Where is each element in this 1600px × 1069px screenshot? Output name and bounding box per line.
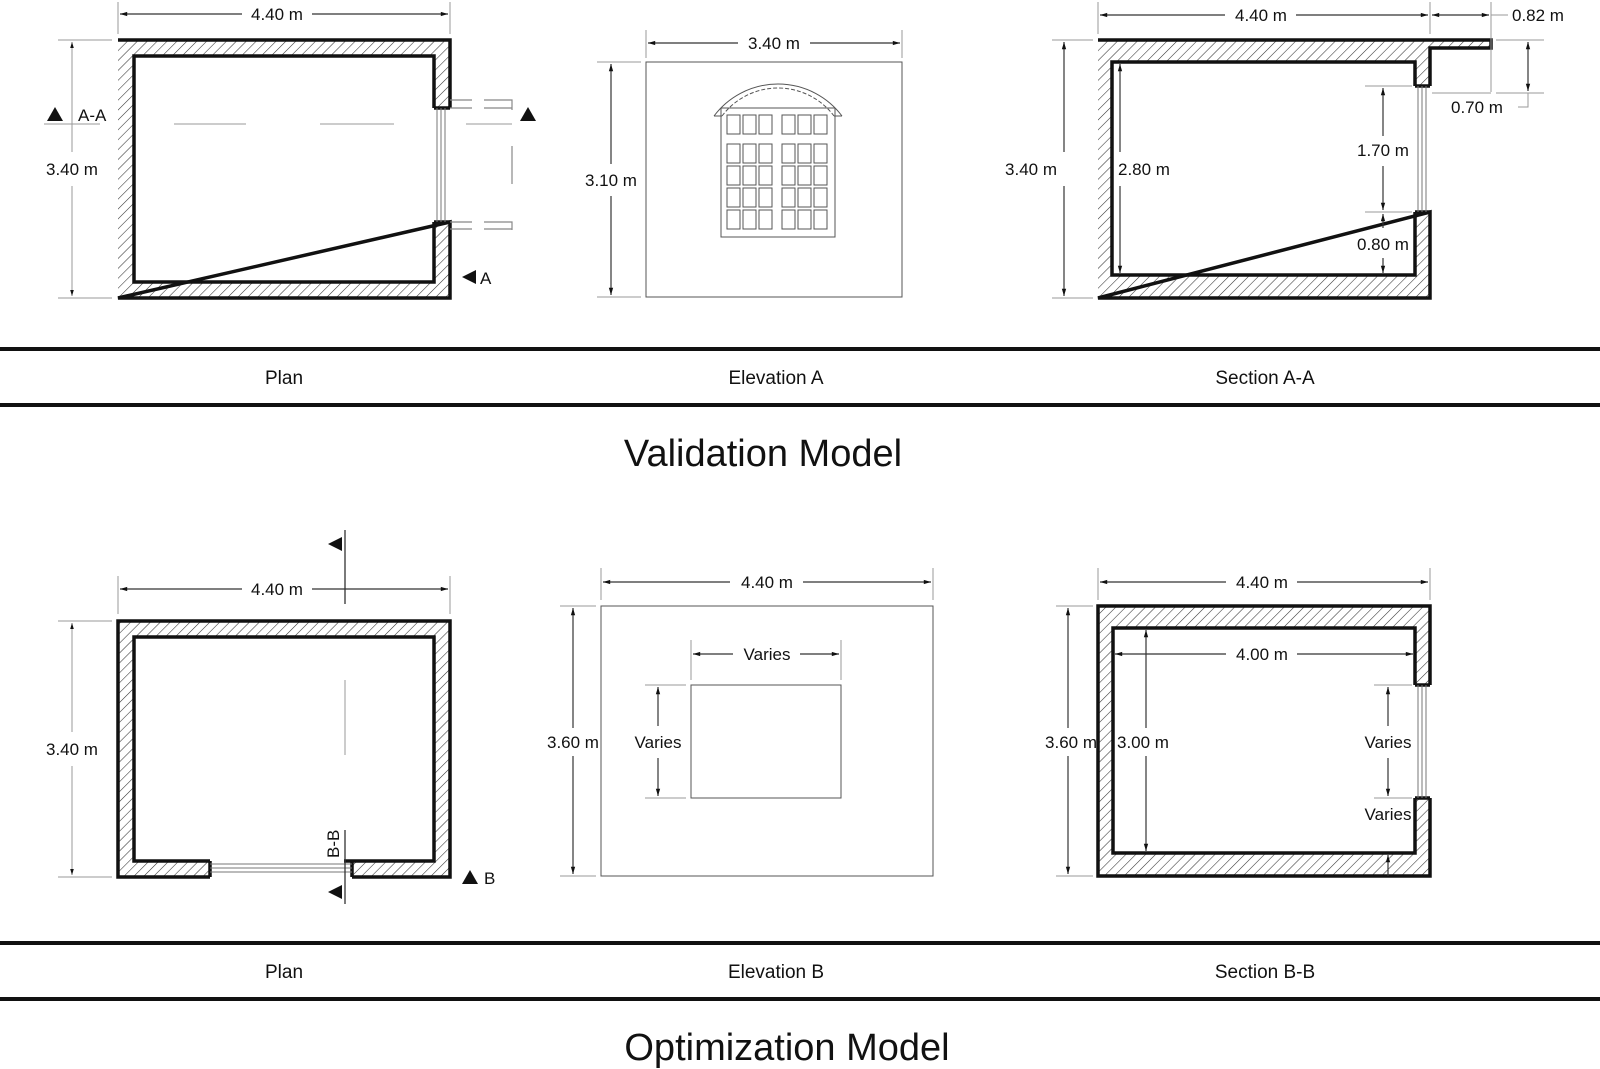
window-pane bbox=[758, 114, 773, 135]
caption-elevation: Elevation A bbox=[728, 368, 823, 389]
elevation-outline bbox=[600, 605, 934, 877]
caption-section: Section B-B bbox=[1215, 962, 1315, 983]
window-pane bbox=[797, 165, 812, 186]
caption-plan: Plan bbox=[265, 962, 303, 983]
section-arrow-icon bbox=[328, 885, 342, 899]
section-height-label: 3.40 m bbox=[1005, 160, 1057, 179]
inner-height-label: 2.80 m bbox=[1118, 160, 1170, 179]
elevation-height-label: 3.10 m bbox=[585, 171, 637, 190]
window-height-label: 1.70 m bbox=[1357, 141, 1409, 160]
plan-width-label: 4.40 m bbox=[251, 5, 303, 24]
section-arrow-icon bbox=[328, 537, 342, 551]
section-marker-label: A-A bbox=[78, 106, 107, 125]
window-panes bbox=[726, 114, 828, 230]
section-width-label: 4.40 m bbox=[1235, 6, 1287, 25]
window-frame bbox=[720, 107, 836, 238]
validation-section: 4.40 m 0.82 m 0.70 m 3.40 m 2.80 m 1.70 … bbox=[1005, 2, 1564, 300]
window-pane bbox=[758, 209, 773, 230]
window-pane bbox=[726, 187, 741, 208]
window-pane bbox=[742, 114, 757, 135]
window-pane bbox=[797, 187, 812, 208]
overhang-drop-label: 0.70 m bbox=[1451, 98, 1503, 117]
model-title: Optimization Model bbox=[624, 1027, 949, 1069]
sill-height-label: Varies bbox=[1365, 805, 1412, 824]
window-pane bbox=[726, 209, 741, 230]
window-pane bbox=[813, 209, 828, 230]
window-opening bbox=[690, 684, 842, 799]
model-title: Validation Model bbox=[624, 433, 902, 475]
caption-section: Section A-A bbox=[1215, 368, 1315, 389]
window-height-label: Varies bbox=[635, 733, 682, 752]
window-pane bbox=[797, 143, 812, 164]
overhang-label: 0.82 m bbox=[1512, 6, 1564, 25]
window-pane bbox=[742, 209, 757, 230]
sill-height-label: 0.80 m bbox=[1357, 235, 1409, 254]
window-pane bbox=[781, 143, 796, 164]
window-pane bbox=[813, 187, 828, 208]
section-arrow-icon bbox=[520, 107, 536, 121]
window-pane bbox=[781, 165, 796, 186]
view-marker-label: A bbox=[480, 269, 492, 288]
window-pane bbox=[726, 114, 741, 135]
window-width-label: Varies bbox=[744, 645, 791, 664]
elevation-width-label: 3.40 m bbox=[748, 34, 800, 53]
plan-width-label: 4.40 m bbox=[251, 580, 303, 599]
elevation-outline bbox=[645, 61, 903, 298]
window-pane bbox=[797, 114, 812, 135]
window-pane bbox=[813, 165, 828, 186]
window-pane bbox=[781, 187, 796, 208]
validation-elevation: 3.40 m 3.10 m bbox=[585, 30, 903, 298]
plan-depth-label: 3.40 m bbox=[46, 740, 98, 759]
window-pane bbox=[813, 114, 828, 135]
optimization-plan: B-B 4.40 m 3.40 m B bbox=[46, 530, 495, 904]
plan-depth-label: 3.40 m bbox=[46, 160, 98, 179]
window-pane bbox=[781, 114, 796, 135]
inner-height-label: 3.00 m bbox=[1117, 733, 1169, 752]
caption-elevation: Elevation B bbox=[728, 962, 824, 983]
section-arrow-icon bbox=[47, 107, 63, 121]
window-height-label: Varies bbox=[1365, 733, 1412, 752]
window-pane bbox=[813, 143, 828, 164]
window-pane bbox=[742, 165, 757, 186]
window-pane bbox=[781, 209, 796, 230]
validation-plan: 4.40 m 3.40 m A-A A bbox=[44, 2, 536, 300]
inner-width-label: 4.00 m bbox=[1236, 645, 1288, 664]
view-arrow-icon bbox=[462, 270, 476, 284]
window-pane bbox=[726, 165, 741, 186]
elevation-height-label: 3.60 m bbox=[547, 733, 599, 752]
window-pane bbox=[726, 143, 741, 164]
caption-plan: Plan bbox=[265, 368, 303, 389]
view-marker-label: B bbox=[484, 869, 495, 888]
elevation-width-label: 4.40 m bbox=[741, 573, 793, 592]
window-pane bbox=[758, 165, 773, 186]
optimization-elevation: 4.40 m Varies Varies 3.60 m bbox=[547, 568, 934, 877]
section-marker-label: B-B bbox=[324, 830, 343, 858]
view-arrow-icon bbox=[462, 870, 478, 884]
optimization-section: 4.40 m 4.00 m 3.60 m 3.00 m Varies Varie… bbox=[1045, 568, 1432, 878]
section-height-label: 3.60 m bbox=[1045, 733, 1097, 752]
window-pane bbox=[758, 143, 773, 164]
window-pane bbox=[742, 187, 757, 208]
section-width-label: 4.40 m bbox=[1236, 573, 1288, 592]
window-pane bbox=[742, 143, 757, 164]
window-pane bbox=[758, 187, 773, 208]
window-pane bbox=[797, 209, 812, 230]
